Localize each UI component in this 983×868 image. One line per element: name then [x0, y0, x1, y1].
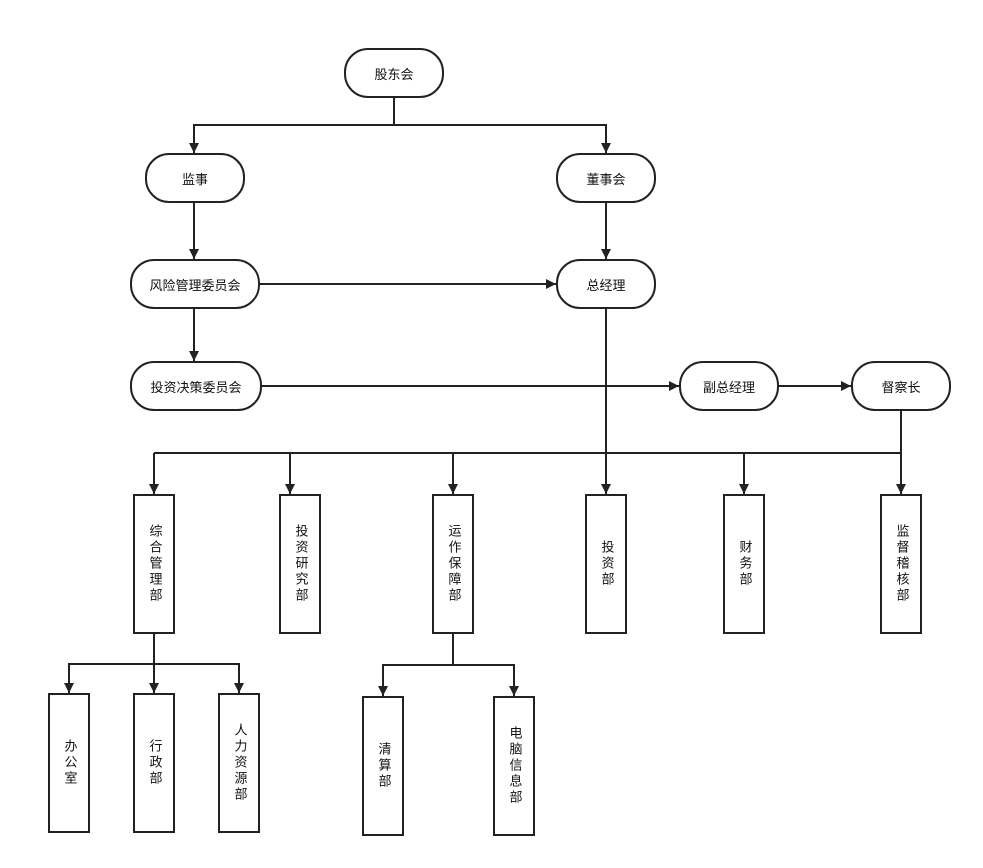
node-risk-committee: 风险管理委员会	[130, 259, 260, 309]
node-clearing-dept: 清算部	[362, 696, 404, 836]
node-deputy-gm: 副总经理	[679, 361, 779, 411]
connector-operations-bus	[378, 634, 454, 696]
node-board: 董事会	[556, 153, 656, 203]
node-chief-inspector: 督察长	[851, 361, 951, 411]
node-operations-dept: 运作保障部	[432, 494, 474, 634]
node-general-manager: 总经理	[556, 259, 656, 309]
node-finance-dept: 财务部	[723, 494, 765, 634]
connector-shareholders-split	[189, 98, 395, 153]
connector-inspector-bus	[154, 411, 902, 454]
node-investment-committee: 投资决策委员会	[130, 361, 262, 411]
node-investment-dept: 投资部	[585, 494, 627, 634]
node-audit-dept: 监督稽核部	[880, 494, 922, 634]
connector-general-admin-bus	[64, 634, 155, 693]
node-supervisor: 监事	[145, 153, 245, 203]
node-it-dept: 电脑信息部	[493, 696, 535, 836]
node-general-admin-dept: 综合管理部	[133, 494, 175, 634]
node-shareholders: 股东会	[344, 48, 444, 98]
node-admin-dept: 行政部	[133, 693, 175, 833]
connector-to-it	[453, 664, 519, 696]
node-research-dept: 投资研究部	[279, 494, 321, 634]
node-hr-dept: 人力资源部	[218, 693, 260, 833]
connector-to-hr	[154, 663, 244, 693]
node-office: 办公室	[48, 693, 90, 833]
connector-shareholders-board	[394, 124, 611, 153]
